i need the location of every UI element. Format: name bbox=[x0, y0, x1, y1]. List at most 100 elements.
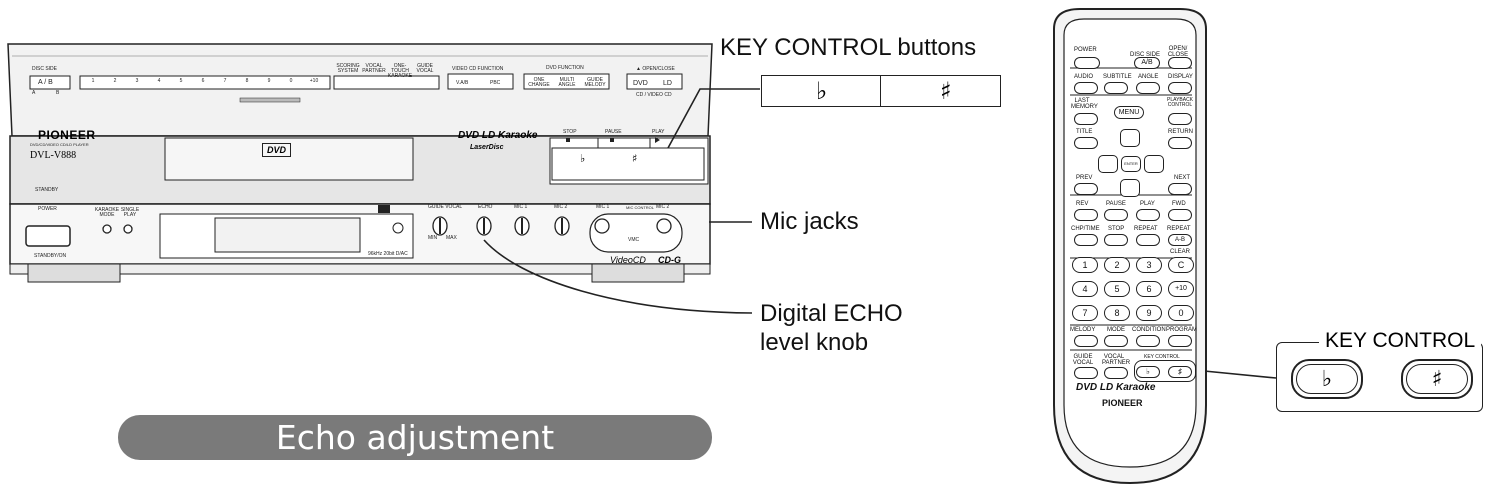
remote-fwd-button[interactable] bbox=[1168, 209, 1192, 221]
player-flat-key[interactable]: ♭ bbox=[580, 152, 586, 165]
zoom-flat-button[interactable]: ♭ bbox=[1291, 359, 1363, 399]
remote-playback-control-button[interactable] bbox=[1168, 113, 1192, 125]
remote-menu-button[interactable]: MENU bbox=[1114, 106, 1144, 119]
remote-digit-button[interactable]: 6 bbox=[1136, 281, 1162, 297]
remote-down-button[interactable] bbox=[1120, 179, 1140, 197]
num-key[interactable]: 4 bbox=[157, 78, 161, 84]
vcd-ab-button[interactable]: V.A/B bbox=[456, 80, 469, 86]
num-key[interactable]: 9 bbox=[267, 78, 271, 84]
dvd-button[interactable]: DVD bbox=[633, 80, 648, 87]
side-b-label: B bbox=[56, 90, 60, 96]
remote-clear-label: CLEAR bbox=[1170, 249, 1191, 255]
remote-sharp-button[interactable]: ♯ bbox=[1168, 366, 1192, 378]
num-key[interactable]: 8 bbox=[245, 78, 249, 84]
remote-up-button[interactable] bbox=[1120, 129, 1140, 147]
remote-karaoke-logo: DVD LD Karaoke bbox=[1076, 382, 1156, 393]
remote-audio-label: AUDIO bbox=[1074, 74, 1094, 80]
pioneer-logo: PIONEER bbox=[38, 128, 96, 142]
num-key[interactable]: +10 bbox=[309, 78, 319, 84]
remote-disc-side-label: DISC SIDE bbox=[1130, 52, 1161, 58]
remote-melody-label: MELODY bbox=[1070, 327, 1096, 333]
remote-repeat-ab-button[interactable]: A-B bbox=[1168, 234, 1192, 246]
num-key[interactable]: 0 bbox=[289, 78, 293, 84]
remote-guide-vocal-button[interactable] bbox=[1074, 367, 1098, 379]
num-key[interactable]: 3 bbox=[135, 78, 139, 84]
multi-angle-button[interactable]: MULTI ANGLE bbox=[558, 77, 576, 88]
remote-digit-button[interactable]: 8 bbox=[1104, 305, 1130, 321]
cdg-logo: CD-G bbox=[658, 255, 681, 265]
ab-button-label[interactable]: A / B bbox=[38, 79, 53, 86]
karaoke-logo: DVD LD Karaoke bbox=[458, 130, 538, 141]
remote-vocal-partner-button[interactable] bbox=[1104, 367, 1128, 379]
remote-play-button[interactable] bbox=[1136, 209, 1160, 221]
remote-repeat-button[interactable] bbox=[1136, 234, 1160, 246]
remote-digit-button[interactable]: 2 bbox=[1104, 257, 1130, 273]
remote-subtitle-label: SUBTITLE bbox=[1103, 74, 1132, 80]
remote-program-button[interactable] bbox=[1168, 335, 1192, 347]
remote-guide-vocal-label: GUIDE VOCAL bbox=[1072, 354, 1094, 366]
remote-stop-button[interactable] bbox=[1104, 234, 1128, 246]
remote-digit-button[interactable]: 5 bbox=[1104, 281, 1130, 297]
remote-angle-button[interactable] bbox=[1136, 82, 1160, 94]
flat-symbol[interactable]: ♭ bbox=[816, 77, 828, 105]
remote-flat-button[interactable]: ♭ bbox=[1136, 366, 1160, 378]
remote-open-close-label: OPEN/ CLOSE bbox=[1167, 46, 1189, 58]
player-sharp-key[interactable]: ♯ bbox=[632, 152, 638, 165]
remote-plus10-button[interactable]: +10 bbox=[1168, 281, 1194, 297]
guide-vocal-knob-label: GUIDE VOCAL bbox=[428, 204, 463, 210]
laserdisc-logo: LaserDisc bbox=[470, 144, 504, 151]
ld-button[interactable]: LD bbox=[663, 80, 672, 87]
guide-melody-button[interactable]: GUIDE MELODY bbox=[584, 77, 606, 88]
stop-icon bbox=[566, 138, 570, 142]
zoom-flat-symbol: ♭ bbox=[1296, 364, 1358, 394]
remote-open-close-button[interactable] bbox=[1168, 57, 1192, 69]
remote-rev-button[interactable] bbox=[1074, 209, 1098, 221]
remote-disc-side-button[interactable]: A/B bbox=[1134, 57, 1160, 69]
remote-title-button[interactable] bbox=[1074, 137, 1098, 149]
key-control-buttons-callout: KEY CONTROL buttons bbox=[720, 34, 977, 61]
remote-audio-button[interactable] bbox=[1074, 82, 1098, 94]
remote-return-button[interactable] bbox=[1168, 137, 1192, 149]
mic2-knob-label: MIC 2 bbox=[554, 204, 568, 210]
remote-condition-button[interactable] bbox=[1136, 335, 1160, 347]
remote-clear-button[interactable]: C bbox=[1168, 257, 1194, 273]
num-key[interactable]: 6 bbox=[201, 78, 205, 84]
remote-last-memory-button[interactable] bbox=[1074, 113, 1098, 125]
pbc-button[interactable]: PBC bbox=[490, 80, 501, 86]
remote-power-button[interactable] bbox=[1074, 57, 1100, 69]
dvd-logo: DVD bbox=[262, 143, 292, 157]
remote-subtitle-button[interactable] bbox=[1104, 82, 1128, 94]
mic1-knob-label: MIC 1 bbox=[514, 204, 528, 210]
num-key[interactable]: 7 bbox=[223, 78, 227, 84]
remote-next-button[interactable] bbox=[1168, 183, 1192, 195]
remote-digit-button[interactable]: 4 bbox=[1072, 281, 1098, 297]
remote-display-button[interactable] bbox=[1168, 82, 1192, 94]
remote-digit-button[interactable]: 9 bbox=[1136, 305, 1162, 321]
sharp-symbol[interactable]: ♯ bbox=[940, 77, 952, 105]
echo-knob-callout-line2: level knob bbox=[760, 329, 869, 356]
zoom-sharp-button[interactable]: ♯ bbox=[1401, 359, 1473, 399]
knob-min-label: MIN bbox=[428, 235, 438, 241]
remote-left-button[interactable] bbox=[1098, 155, 1118, 173]
remote-digit-button[interactable]: 1 bbox=[1072, 257, 1098, 273]
remote-pause-button[interactable] bbox=[1104, 209, 1128, 221]
remote-digit-button[interactable]: 0 bbox=[1168, 305, 1194, 321]
remote-prev-button[interactable] bbox=[1074, 183, 1098, 195]
remote-digit-button[interactable]: 7 bbox=[1072, 305, 1098, 321]
remote-chp-time-button[interactable] bbox=[1074, 234, 1098, 246]
key-control-zoom-box: ♭ ♯ bbox=[1276, 342, 1483, 412]
remote-digit-button[interactable]: 3 bbox=[1136, 257, 1162, 273]
num-key[interactable]: 5 bbox=[179, 78, 183, 84]
remote-melody-button[interactable] bbox=[1074, 335, 1098, 347]
remote-enter-button[interactable]: ENTER bbox=[1121, 156, 1141, 172]
num-key[interactable]: 1 bbox=[91, 78, 95, 84]
remote-power-label: POWER bbox=[1074, 47, 1097, 53]
remote-title-label: TITLE bbox=[1076, 129, 1093, 135]
remote-mode-button[interactable] bbox=[1104, 335, 1128, 347]
num-key[interactable]: 2 bbox=[113, 78, 117, 84]
side-a-label: A bbox=[32, 90, 36, 96]
one-change-button[interactable]: ONE CHANGE bbox=[528, 77, 550, 88]
mic2-jack-label: MIC 2 bbox=[656, 204, 670, 210]
remote-right-button[interactable] bbox=[1144, 155, 1164, 173]
